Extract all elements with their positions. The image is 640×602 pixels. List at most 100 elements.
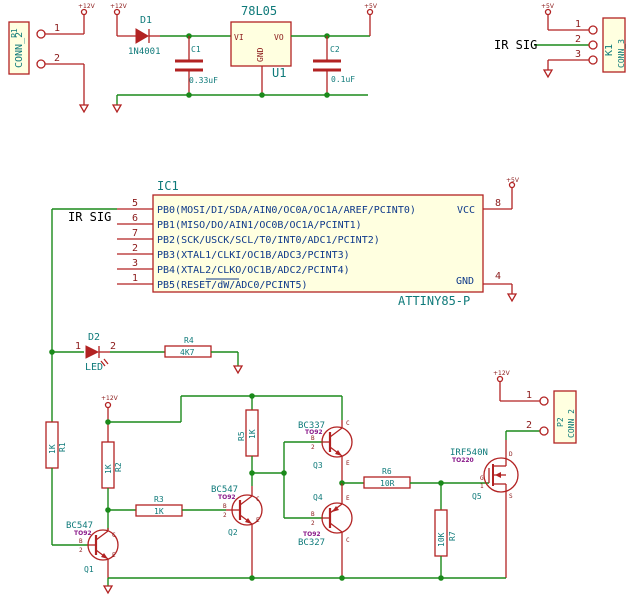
r7-ref: R7 <box>448 531 457 541</box>
q5-value: IRF540N <box>450 448 488 458</box>
q5-s: S <box>509 493 513 500</box>
d2-pin1: 1 <box>75 341 81 352</box>
ic1-pinnum-1: 6 <box>132 213 138 224</box>
k1-pin3: 3 <box>575 49 581 60</box>
u1-value: 78L05 <box>241 4 277 18</box>
ic1-pinnum-vcc: 8 <box>495 198 501 209</box>
p1-value: CONN_2 <box>14 32 25 68</box>
q4-c: C <box>346 537 350 544</box>
ground-bottom <box>102 585 114 595</box>
u1-pin-vo: VO <box>274 33 284 42</box>
q4-b: B <box>311 511 315 518</box>
r5-value: 1K <box>248 429 257 439</box>
d2-ref: D2 <box>88 332 100 343</box>
r2-ref: R2 <box>114 462 123 472</box>
ic1-pin-vcc: VCC <box>457 205 475 216</box>
ic1-pinnum-0: 5 <box>132 198 138 209</box>
r3-value: 1K <box>154 507 164 516</box>
p2-pin1: 1 <box>526 390 532 401</box>
power-12v-label: +12V <box>78 3 96 10</box>
transistor-q3: BC337 TO92 Q3 B 2 C E <box>298 420 353 483</box>
q4-ref: Q4 <box>313 493 323 502</box>
ic1-pinnum-5: 1 <box>132 273 138 284</box>
resistor-r2: 1K R2 <box>101 441 123 489</box>
q3-b: B <box>311 435 315 442</box>
r6-ref: R6 <box>382 467 392 476</box>
q4-value: BC327 <box>298 538 325 548</box>
power-5v-label: +5V <box>364 3 378 10</box>
r4-ref: R4 <box>184 336 194 345</box>
q3-e: E <box>346 460 350 467</box>
ic1-ref: IC1 <box>157 179 179 193</box>
net-label-ir-sig-k1: IR SIG <box>494 38 537 52</box>
power-12v-p1: +12V <box>78 3 96 34</box>
q1-pin2: 2 <box>79 547 83 554</box>
q4-pin2: 2 <box>311 520 315 527</box>
p1-ref: P1 <box>10 28 19 38</box>
p2-12v-label: +12V <box>493 370 511 377</box>
u1-ref: U1 <box>272 66 286 80</box>
q2-pin2: 2 <box>223 512 227 519</box>
diode-d1: D1 1N4001 <box>117 15 161 57</box>
power-5v-label-2: +5V <box>541 3 555 10</box>
q1-ref: Q1 <box>84 565 94 574</box>
mosfet-q5: IRF540N TO220 Q5 G 1 D S <box>450 440 519 578</box>
r4-value: 4K7 <box>180 348 195 357</box>
q3-pkg: TO92 <box>305 429 323 436</box>
d2-pin2: 2 <box>110 341 116 352</box>
d1-ref: D1 <box>140 15 152 26</box>
q5-d: D <box>509 451 513 458</box>
q3-ref: Q3 <box>313 461 323 470</box>
k1-pin2: 2 <box>575 34 581 45</box>
u1-pin-vi: VI <box>234 33 244 42</box>
p1-pin2: 2 <box>54 53 60 64</box>
connector-p1: 1 2 CONN_2 P1 <box>8 21 84 75</box>
ic1-pin-pb0: PB0(MOSI/DI/SDA/AIN0/OC0A/OC1A/AREF/PCIN… <box>157 205 416 216</box>
p2-value: CONN_2 <box>567 409 576 438</box>
resistor-r7: 10K R7 <box>434 509 457 557</box>
q2-c: C <box>256 496 260 503</box>
r3-ref: R3 <box>154 495 164 504</box>
connector-p2: +12V 1 2 P2 CONN_2 <box>493 370 577 444</box>
u1-pin-gnd: GND <box>256 47 265 62</box>
q4-pkg: TO92 <box>303 531 321 538</box>
ic1-pinnum-2: 7 <box>132 228 138 239</box>
regulator-u1: 78L05 VI VO GND U1 <box>230 4 292 95</box>
resistor-r5: 1K R5 <box>237 409 259 457</box>
q3-c: C <box>346 420 350 427</box>
c1-ref: C1 <box>191 45 201 54</box>
transistor-q4: Q4 TO92 BC327 B 2 E C <box>298 483 353 578</box>
ic1-pin-pb1: PB1(MISO/DO/AIN1/OC0B/OC1A/PCINT1) <box>157 220 362 231</box>
ic1-pin-pb3: PB3(XTAL1/CLKI/OC1B/ADC3/PCINT3) <box>157 250 350 261</box>
led-d2: 1 2 D2 LED <box>52 332 116 373</box>
r2-12v-label: +12V <box>101 395 119 402</box>
transistor-q2: BC547 TO92 Q2 B 2 C E <box>211 485 263 578</box>
power-5v-u1: +5V <box>364 3 378 36</box>
power-12v-label-2: +12V <box>110 3 128 10</box>
c1-value: 0.33uF <box>189 76 218 85</box>
resistor-r4: R4 4K7 <box>164 336 212 358</box>
capacitor-c1: C1 0.33uF <box>175 36 218 95</box>
ic1-pin-pb2: PB2(SCK/USCK/SCL/T0/INT0/ADC1/PCINT2) <box>157 235 380 246</box>
power-12v-d1: +12V <box>110 3 128 36</box>
q5-pkg: TO220 <box>452 457 474 464</box>
d2-value: LED <box>85 362 103 373</box>
ic1-value: ATTINY85-P <box>398 294 470 308</box>
q1-b: B <box>79 538 83 545</box>
q5-g: G <box>480 475 484 482</box>
r5-ref: R5 <box>237 431 246 441</box>
ic1-pin-gnd: GND <box>456 276 474 287</box>
resistor-r6: R6 10R <box>363 467 411 489</box>
c2-ref: C2 <box>330 45 340 54</box>
r1-ref: R1 <box>58 442 67 452</box>
q1-e: E <box>112 552 116 559</box>
q1-c: C <box>112 532 116 539</box>
q4-e: E <box>346 495 350 502</box>
net-label-ir-sig-ic1: IR SIG <box>68 210 111 224</box>
resistor-r3: R3 1K <box>135 495 183 517</box>
power-12v-r2: +12V <box>101 395 119 442</box>
ic1-pinnum-4: 3 <box>132 258 138 269</box>
r6-value: 10R <box>380 479 395 488</box>
r1-value: 1K <box>48 444 57 454</box>
